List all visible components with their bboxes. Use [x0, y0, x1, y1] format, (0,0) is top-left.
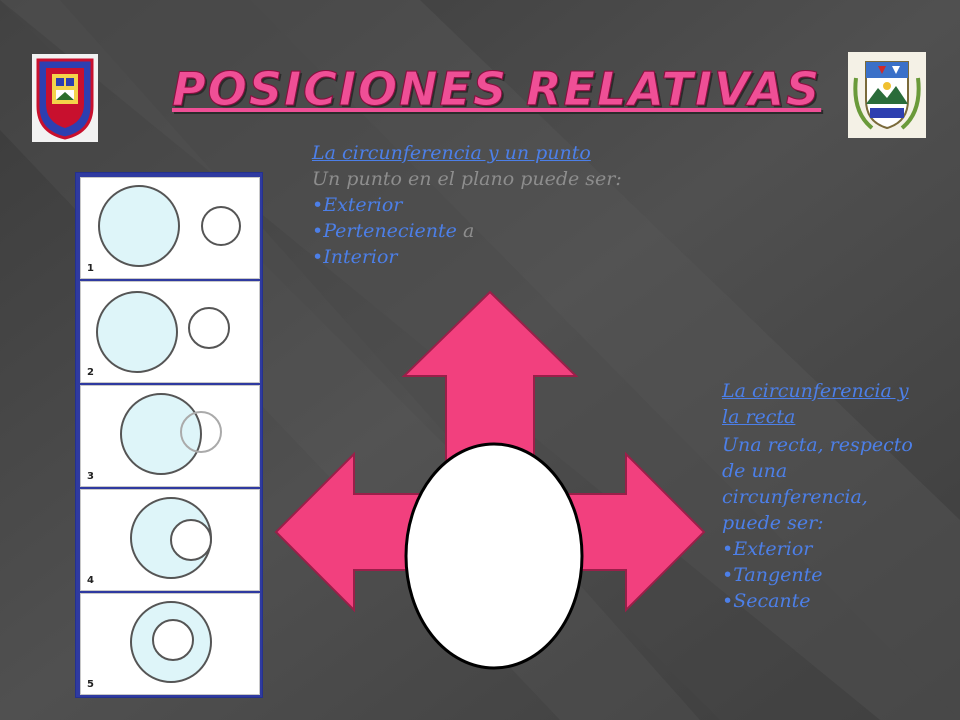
point-section-intro: Un punto en el plano puede ser: [312, 168, 622, 190]
figure-cell-number: 5 [87, 679, 94, 690]
figure-cell-1: 1 [80, 177, 260, 279]
point-item-perteneciente-row: •Perteneciente a [312, 218, 692, 244]
figure-cell-3: 3 [80, 385, 260, 487]
circles-interior-diagram [130, 601, 212, 683]
point-section: La circunferencia y un punto Un punto en… [312, 140, 692, 270]
point-section-heading[interactable]: La circunferencia y un punto [312, 142, 591, 164]
line-section-intro: Una recta, respecto de una circunferenci… [722, 434, 913, 534]
right-school-crest [848, 52, 926, 138]
line-section: La circunferencia y la recta Una recta, … [722, 378, 922, 614]
line-item-secante: •Secante [722, 590, 811, 612]
point-item-exterior: •Exterior [312, 194, 403, 216]
circles-tangent-interior-diagram [130, 497, 212, 579]
three-way-arrow [274, 290, 706, 670]
slide-title: POSICIONES RELATIVAS [172, 62, 822, 117]
figure-cell-5: 5 [80, 593, 260, 695]
circles-tangent-exterior-diagram [96, 291, 230, 373]
figure-cell-number: 4 [87, 575, 94, 586]
figure-cell-number: 2 [87, 367, 94, 378]
figure-cell-number: 3 [87, 471, 94, 482]
figure-cell-2: 2 [80, 281, 260, 383]
figure-cell-number: 1 [87, 263, 94, 274]
circles-exterior-diagram [98, 185, 241, 267]
point-item-perteneciente-suffix: a [456, 220, 475, 242]
circle-positions-figure: 1 2 3 4 5 [75, 172, 263, 698]
center-oval [404, 442, 584, 670]
circles-secant-diagram [120, 393, 222, 475]
line-item-exterior: •Exterior [722, 538, 813, 560]
left-school-crest [32, 54, 98, 142]
point-item-interior: •Interior [312, 246, 398, 268]
line-section-heading[interactable]: La circunferencia y la recta [722, 380, 909, 428]
line-item-tangente: •Tangente [722, 564, 823, 586]
figure-cell-4: 4 [80, 489, 260, 591]
point-item-perteneciente: •Perteneciente [312, 220, 457, 242]
